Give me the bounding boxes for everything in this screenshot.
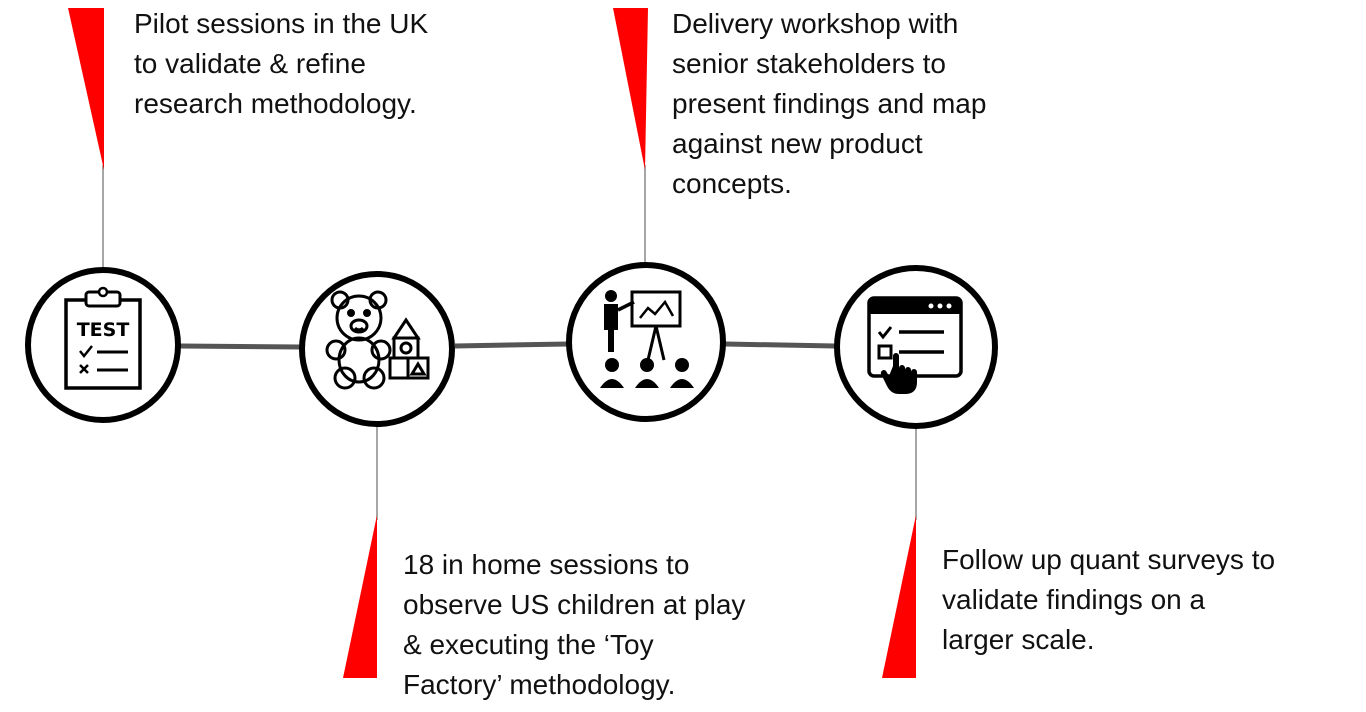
flag-2 [613,8,648,170]
web-survey-click-icon [867,296,963,394]
teddy-bear-blocks-icon [325,290,430,390]
presentation-audience-icon [600,290,694,388]
step-1-description: Pilot sessions in the UK to validate & r… [134,8,429,119]
step-4-node [834,265,998,429]
flag-3 [343,515,377,678]
step-4-description: Follow up quant surveys to validate find… [942,544,1276,655]
timeline-connector-1-2 [179,343,301,350]
flag-4 [882,515,916,678]
step-3-node [566,262,726,422]
timeline-connector-2-3 [454,341,569,349]
clipboard-test-text: TEST [77,319,130,341]
step-1-node: TEST [25,267,181,423]
clipboard-test-icon: TEST [64,286,142,390]
step-3-description: Delivery workshop with senior stakeholde… [672,8,987,199]
timeline-connector-3-4 [724,341,836,349]
step-2-description: 18 in home sessions to observe US childr… [403,549,746,700]
step-2-node [299,271,455,427]
flag-1 [68,8,104,170]
